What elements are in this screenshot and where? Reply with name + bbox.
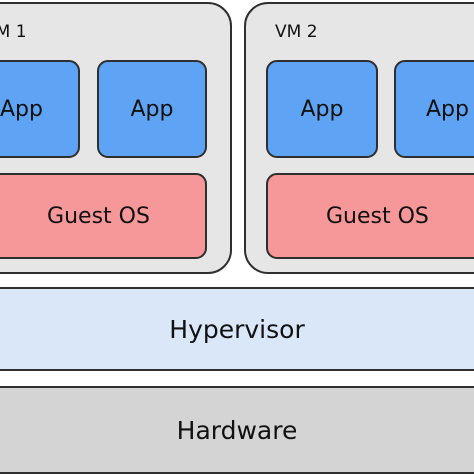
vm-1-label: VM 1 [0, 22, 27, 42]
hypervisor-layer: Hypervisor [0, 287, 474, 371]
vm-2-label: VM 2 [275, 22, 318, 42]
vm-1-app-1: App [0, 60, 80, 158]
hypervisor-label: Hypervisor [169, 314, 305, 344]
vm-2-app-2: App [394, 60, 474, 158]
vm-2-app-1: App [266, 60, 378, 158]
vm-1-app-2: App [97, 60, 207, 158]
hardware-layer: Hardware [0, 386, 474, 474]
vm-1-container: VM 1 App App Guest OS [0, 2, 232, 274]
vm-2-container: VM 2 App App Guest OS [244, 2, 474, 274]
vm-2-guest-os: Guest OS [266, 173, 474, 259]
hardware-label: Hardware [176, 415, 298, 445]
vm-1-guest-os: Guest OS [0, 173, 207, 259]
